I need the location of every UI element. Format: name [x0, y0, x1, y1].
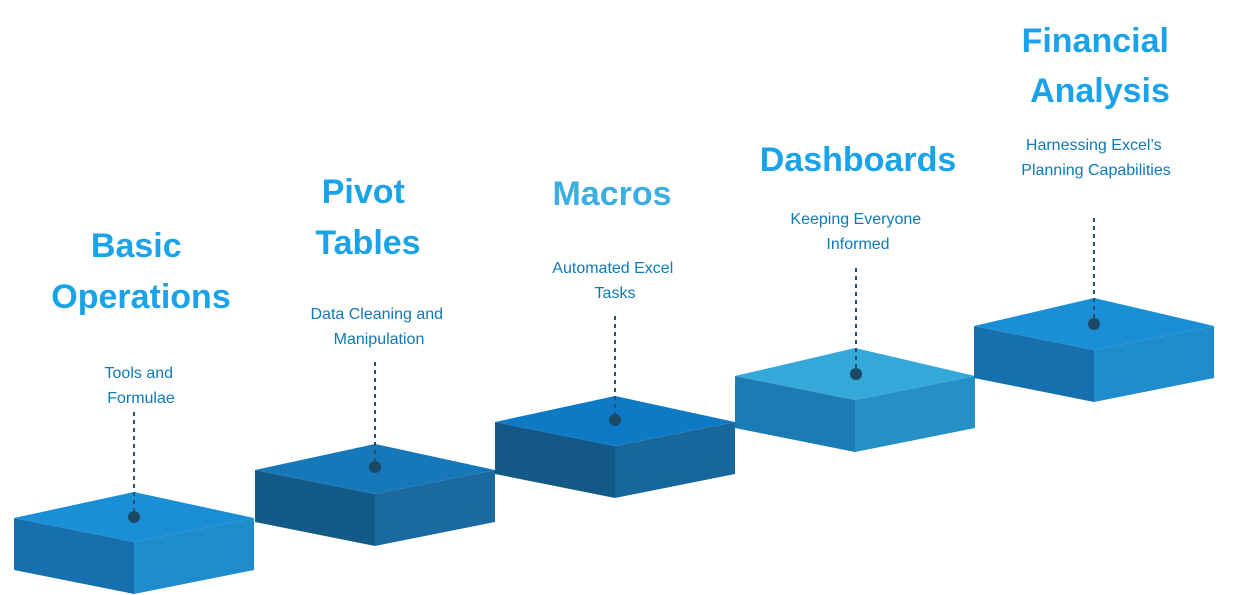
step-dashboards: Dashboards Keeping Everyone Informed	[735, 141, 975, 452]
step-2-title: Pivot Tables	[315, 173, 420, 262]
step-3-title: Macros	[552, 175, 671, 213]
step-basic-operations: Basic Operations Tools and Formulae	[14, 227, 254, 594]
step-1-subtitle: Tools and Formulae	[105, 365, 178, 407]
step-1-title: Basic Operations	[51, 227, 230, 316]
step-3-subtitle: Automated Excel Tasks	[552, 260, 677, 302]
step-2-title-line-1: Pivot	[322, 173, 405, 211]
step-4-marker-dot	[850, 368, 862, 380]
step-3-subtitle-line-1: Automated Excel	[552, 260, 673, 277]
step-2-subtitle-line-2: Manipulation	[334, 331, 425, 348]
step-3-subtitle-line-2: Tasks	[595, 285, 636, 302]
step-macros: Macros Automated Excel Tasks	[495, 175, 735, 498]
step-4-subtitle-line-2: Informed	[826, 236, 889, 253]
step-5-marker-dot	[1088, 318, 1100, 330]
step-1-title-line-2: Operations	[51, 278, 230, 316]
step-2-marker-dot	[369, 461, 381, 473]
step-4-subtitle: Keeping Everyone Informed	[790, 211, 925, 253]
step-pivot-tables: Pivot Tables Data Cleaning and Manipulat…	[255, 173, 495, 546]
step-1-subtitle-line-1: Tools and	[105, 365, 174, 382]
step-2-right-face	[375, 470, 495, 546]
step-5-title: Financial Analysis	[1022, 22, 1179, 110]
step-1-title-line-1: Basic	[91, 227, 182, 265]
step-financial-analysis: Financial Analysis Harnessing Excel’s Pl…	[974, 22, 1214, 402]
step-3-right-face	[615, 422, 735, 498]
step-5-title-line-1: Financial	[1022, 22, 1169, 60]
step-1-left-face	[14, 518, 134, 594]
step-2-subtitle-line-1: Data Cleaning and	[311, 306, 444, 323]
step-1-right-face	[134, 518, 254, 594]
step-1-subtitle-line-2: Formulae	[107, 390, 175, 407]
step-3-title-line-1: Macros	[552, 175, 671, 213]
step-2-left-face	[255, 470, 375, 546]
step-4-title: Dashboards	[760, 141, 957, 179]
step-1-marker-dot	[128, 511, 140, 523]
step-3-marker-dot	[609, 414, 621, 426]
step-4-title-line-1: Dashboards	[760, 141, 957, 179]
step-5-left-face	[974, 326, 1094, 402]
step-5-title-line-2: Analysis	[1030, 72, 1170, 110]
step-2-subtitle: Data Cleaning and Manipulation	[311, 306, 448, 348]
step-5-subtitle: Harnessing Excel’s Planning Capabilities	[1021, 137, 1170, 179]
step-4-subtitle-line-1: Keeping Everyone	[790, 211, 921, 228]
step-2-title-line-2: Tables	[315, 224, 420, 262]
step-5-right-face	[1094, 326, 1214, 402]
step-4-left-face	[735, 376, 855, 452]
step-3-left-face	[495, 422, 615, 498]
step-5-subtitle-line-2: Planning Capabilities	[1021, 162, 1170, 179]
step-4-right-face	[855, 376, 975, 452]
step-5-subtitle-line-1: Harnessing Excel’s	[1026, 137, 1162, 154]
